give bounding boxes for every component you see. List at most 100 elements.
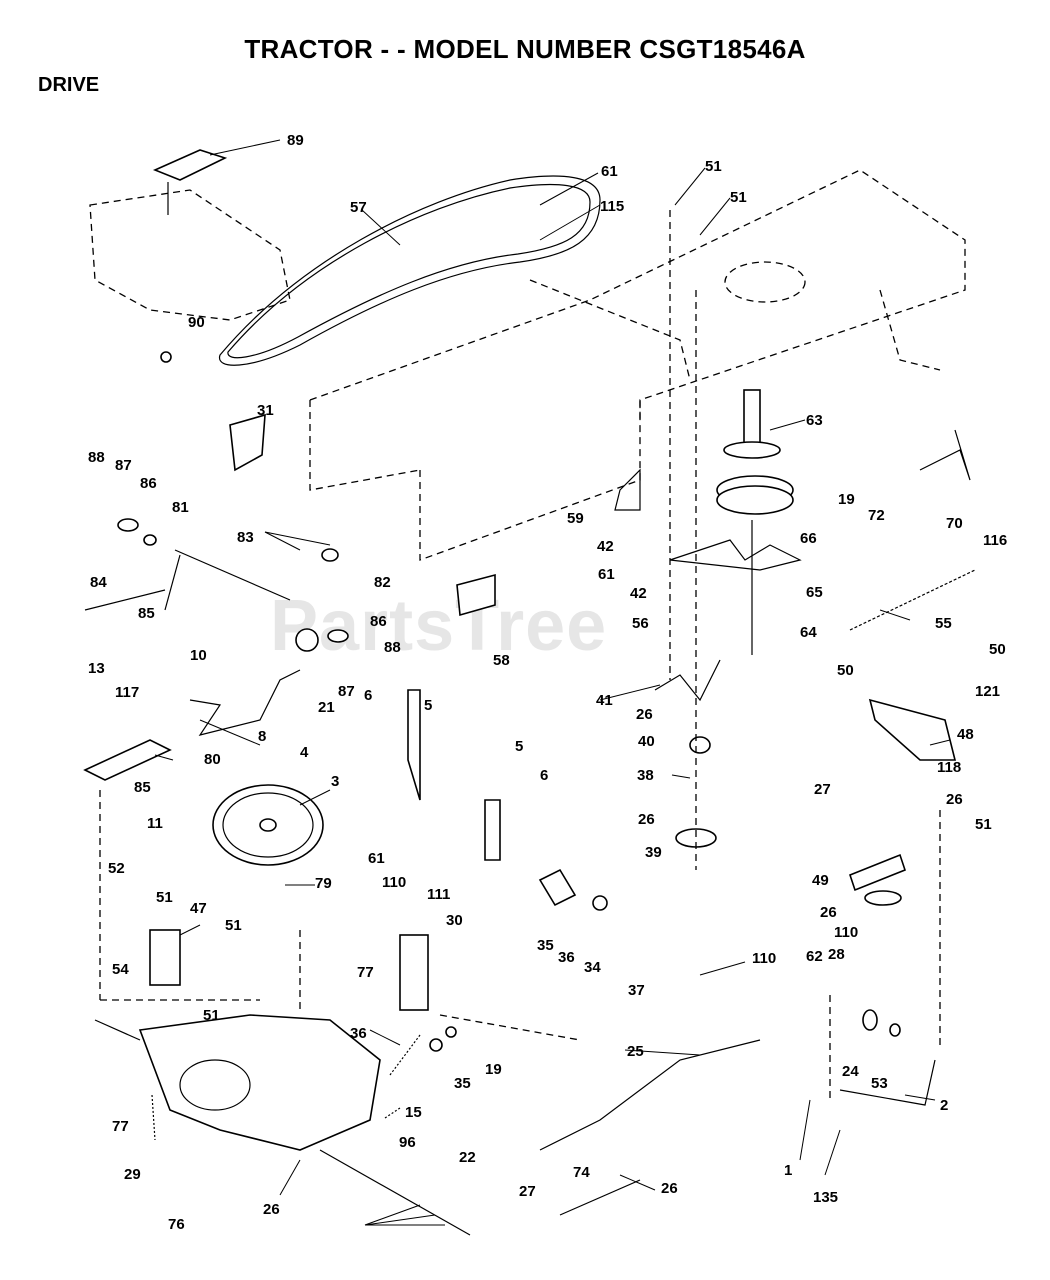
part-callout-88: 88 [384, 639, 401, 656]
part-callout-34: 34 [584, 959, 601, 976]
leader-lines [154, 139, 951, 1226]
shift-linkage [84, 518, 349, 643]
part-callout-64: 64 [800, 624, 817, 641]
part-callout-87: 87 [115, 457, 132, 474]
part-callout-29: 29 [124, 1166, 141, 1183]
part-callout-111: 111 [427, 886, 450, 903]
idler-arm-66 [669, 539, 802, 571]
part-callout-40: 40 [638, 733, 655, 750]
plate-80 [83, 739, 172, 781]
part-callout-24: 24 [842, 1063, 859, 1080]
part-callout-88: 88 [88, 449, 105, 466]
part-callout-36: 36 [350, 1025, 367, 1042]
part-callout-70: 70 [946, 515, 963, 532]
part-callout-51: 51 [203, 1007, 220, 1024]
part-callout-72: 72 [868, 507, 885, 524]
part-callout-65: 65 [806, 584, 823, 601]
part-callout-6: 6 [364, 687, 372, 704]
part-callout-41: 41 [596, 692, 613, 709]
part-callout-55: 55 [935, 615, 952, 632]
part-callout-35: 35 [454, 1075, 471, 1092]
part-callout-30: 30 [446, 912, 463, 929]
part-callout-80: 80 [204, 751, 221, 768]
bracket-30 [149, 929, 181, 986]
part-callout-63: 63 [806, 412, 823, 429]
part-callout-110: 110 [382, 874, 406, 891]
drive-belt [219, 175, 601, 366]
part-callout-76: 76 [168, 1216, 185, 1233]
part-callout-79: 79 [315, 875, 332, 892]
shift-rod-8 [189, 628, 319, 736]
part-callout-74: 74 [573, 1164, 590, 1181]
part-callout-82: 82 [374, 574, 391, 591]
part-callout-11: 11 [147, 815, 163, 832]
part-callout-81: 81 [172, 499, 189, 516]
part-callout-35: 35 [537, 937, 554, 954]
part-callout-57: 57 [350, 199, 367, 216]
part-callout-4: 4 [300, 744, 309, 761]
part-callout-115: 115 [600, 198, 624, 215]
part-callout-50: 50 [989, 641, 1006, 658]
bracket-49 [849, 853, 906, 892]
section-label: DRIVE [38, 74, 100, 96]
part-callout-53: 53 [871, 1075, 888, 1092]
part-callout-25: 25 [627, 1043, 644, 1060]
spring-55 [849, 569, 976, 631]
part-callout-66: 66 [800, 530, 817, 547]
brake-rod-28 [539, 1039, 761, 1151]
watermark: PartsTree [270, 586, 608, 666]
part-callout-47: 47 [190, 900, 207, 917]
transaxle-1 [94, 1014, 471, 1236]
part-callout-39: 39 [645, 844, 662, 861]
part-callout-121: 121 [975, 683, 1000, 700]
part-callout-50: 50 [837, 662, 854, 679]
part-callout-62: 62 [806, 948, 823, 965]
part-callout-51: 51 [730, 189, 747, 206]
part-callout-89: 89 [287, 132, 304, 149]
part-callout-2: 2 [940, 1097, 948, 1114]
assembly-centerlines [99, 210, 941, 1100]
part-callout-26: 26 [946, 791, 963, 808]
part-callout-36: 36 [558, 949, 575, 966]
part-callout-38: 38 [637, 767, 654, 784]
part-callout-3: 3 [331, 773, 339, 790]
small-parts [151, 413, 971, 1141]
part-callout-42: 42 [630, 585, 647, 602]
part-callout-90: 90 [188, 314, 205, 331]
part-callout-42: 42 [597, 538, 614, 555]
part-callout-6: 6 [540, 767, 548, 784]
transmission-pulley-3 [212, 784, 324, 866]
part-callout-59: 59 [567, 510, 584, 527]
part-callout-61: 61 [598, 566, 615, 583]
part-callout-85: 85 [134, 779, 151, 796]
part-callout-49: 49 [812, 872, 829, 889]
part-callout-51: 51 [975, 816, 992, 833]
part-callout-118: 118 [937, 759, 961, 776]
part-callout-37: 37 [628, 982, 645, 999]
part-callout-8: 8 [258, 728, 266, 745]
part-callout-84: 84 [90, 574, 107, 591]
part-callout-54: 54 [112, 961, 129, 978]
part-callout-27: 27 [814, 781, 831, 798]
part-callout-56: 56 [632, 615, 649, 632]
part-callout-86: 86 [140, 475, 157, 492]
part-callout-52: 52 [108, 860, 125, 877]
part-callout-51: 51 [156, 889, 173, 906]
bracket-111 [399, 934, 429, 1011]
part-callout-85: 85 [138, 605, 155, 622]
part-callout-110: 110 [752, 950, 776, 967]
rod-53 [839, 1059, 936, 1106]
part-callout-26: 26 [820, 904, 837, 921]
part-callout-26: 26 [661, 1180, 678, 1197]
part-callout-87: 87 [338, 683, 355, 700]
nut-90 [160, 351, 172, 363]
part-callout-86: 86 [370, 613, 387, 630]
part-callout-51: 51 [705, 158, 722, 175]
part-callout-15: 15 [405, 1104, 422, 1121]
frame-outline [89, 169, 966, 561]
part-callout-22: 22 [459, 1149, 476, 1166]
part-callout-135: 135 [813, 1189, 838, 1206]
part-callout-77: 77 [112, 1118, 129, 1135]
